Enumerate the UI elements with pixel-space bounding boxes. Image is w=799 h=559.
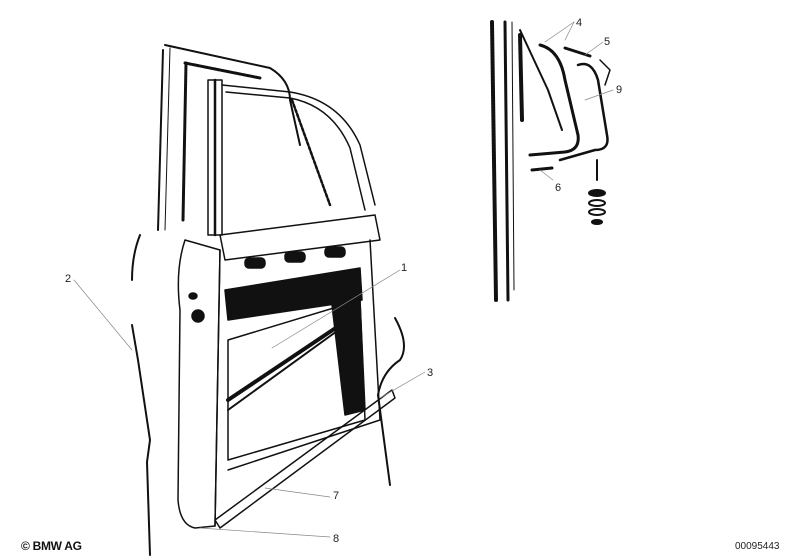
diagram-number: 00095443 xyxy=(735,541,780,552)
callout-5: 5 xyxy=(604,36,611,48)
callout-7: 7 xyxy=(333,490,340,502)
copyright-label: © BMW AG xyxy=(21,539,82,553)
callout-3: 3 xyxy=(427,367,434,379)
window-frame xyxy=(207,78,376,237)
door-body xyxy=(177,214,396,529)
callout-9: 9 xyxy=(616,84,623,96)
callout-6: 6 xyxy=(555,182,562,194)
seal-part-3 xyxy=(377,317,405,486)
callout-2: 2 xyxy=(65,273,72,285)
window-channel-detail xyxy=(490,20,611,302)
callout-4: 4 xyxy=(576,17,583,29)
outer-frame-seal xyxy=(157,44,301,231)
leader-lines xyxy=(73,21,614,538)
callout-1: 1 xyxy=(401,262,408,274)
callout-8: 8 xyxy=(333,533,340,545)
seal-part-2 xyxy=(131,234,151,556)
